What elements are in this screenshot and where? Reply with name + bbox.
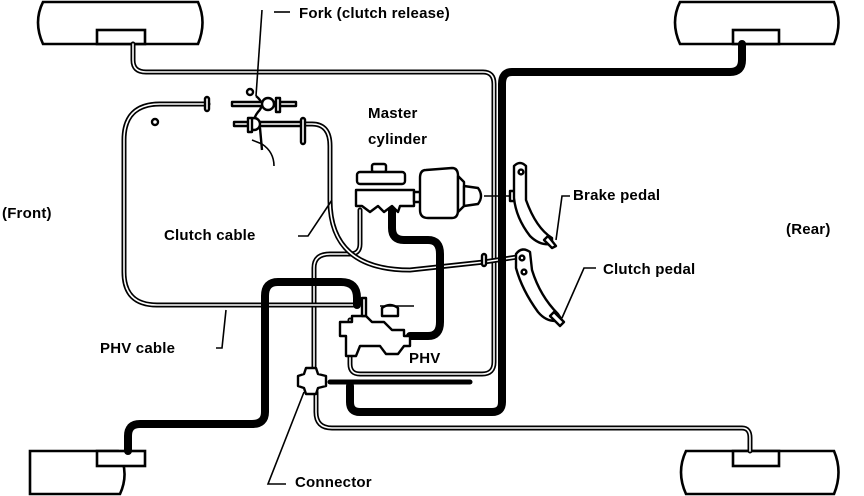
fork-clutch-release-label: Fork (clutch release): [299, 5, 450, 22]
thick-line-master-to-phv: [388, 206, 444, 340]
master-cylinder: [354, 162, 424, 214]
connector: [296, 366, 328, 396]
thick-line-front-right: [346, 40, 746, 416]
master-cylinder-label-line1: Master: [368, 105, 418, 122]
brake-line-connector-master: [311, 207, 363, 375]
rear-label: (Rear): [786, 221, 831, 238]
brake-pedal-label: Brake pedal: [573, 187, 661, 204]
clutch-cable-label: Clutch cable: [164, 227, 256, 244]
brake-booster: [418, 166, 526, 220]
leader-lines: [216, 11, 596, 485]
brake-line-front-left: [130, 41, 497, 377]
brake-line-rear-right: [313, 389, 753, 454]
wheel-top-right: [673, 0, 840, 46]
master-cylinder-label-line2: cylinder: [368, 131, 428, 148]
phv-cable-line: [121, 101, 358, 308]
phv-cable-label: PHV cable: [100, 340, 176, 357]
wheel-top-left: [36, 0, 204, 46]
phv-label: PHV: [409, 350, 441, 367]
wheel-bottom-right: [679, 449, 840, 496]
brake-pedal: [512, 161, 558, 250]
wheel-bottom-left: [28, 449, 147, 496]
connector-label: Connector: [295, 474, 372, 491]
clutch-pedal: [480, 248, 566, 328]
clutch-cable-line: [299, 121, 527, 273]
front-label: (Front): [2, 205, 52, 222]
clutch-release-fork: [150, 9, 307, 167]
phv-valve: [338, 296, 414, 358]
thick-line-rear-left: [124, 278, 361, 455]
clutch-pedal-label: Clutch pedal: [603, 261, 696, 278]
